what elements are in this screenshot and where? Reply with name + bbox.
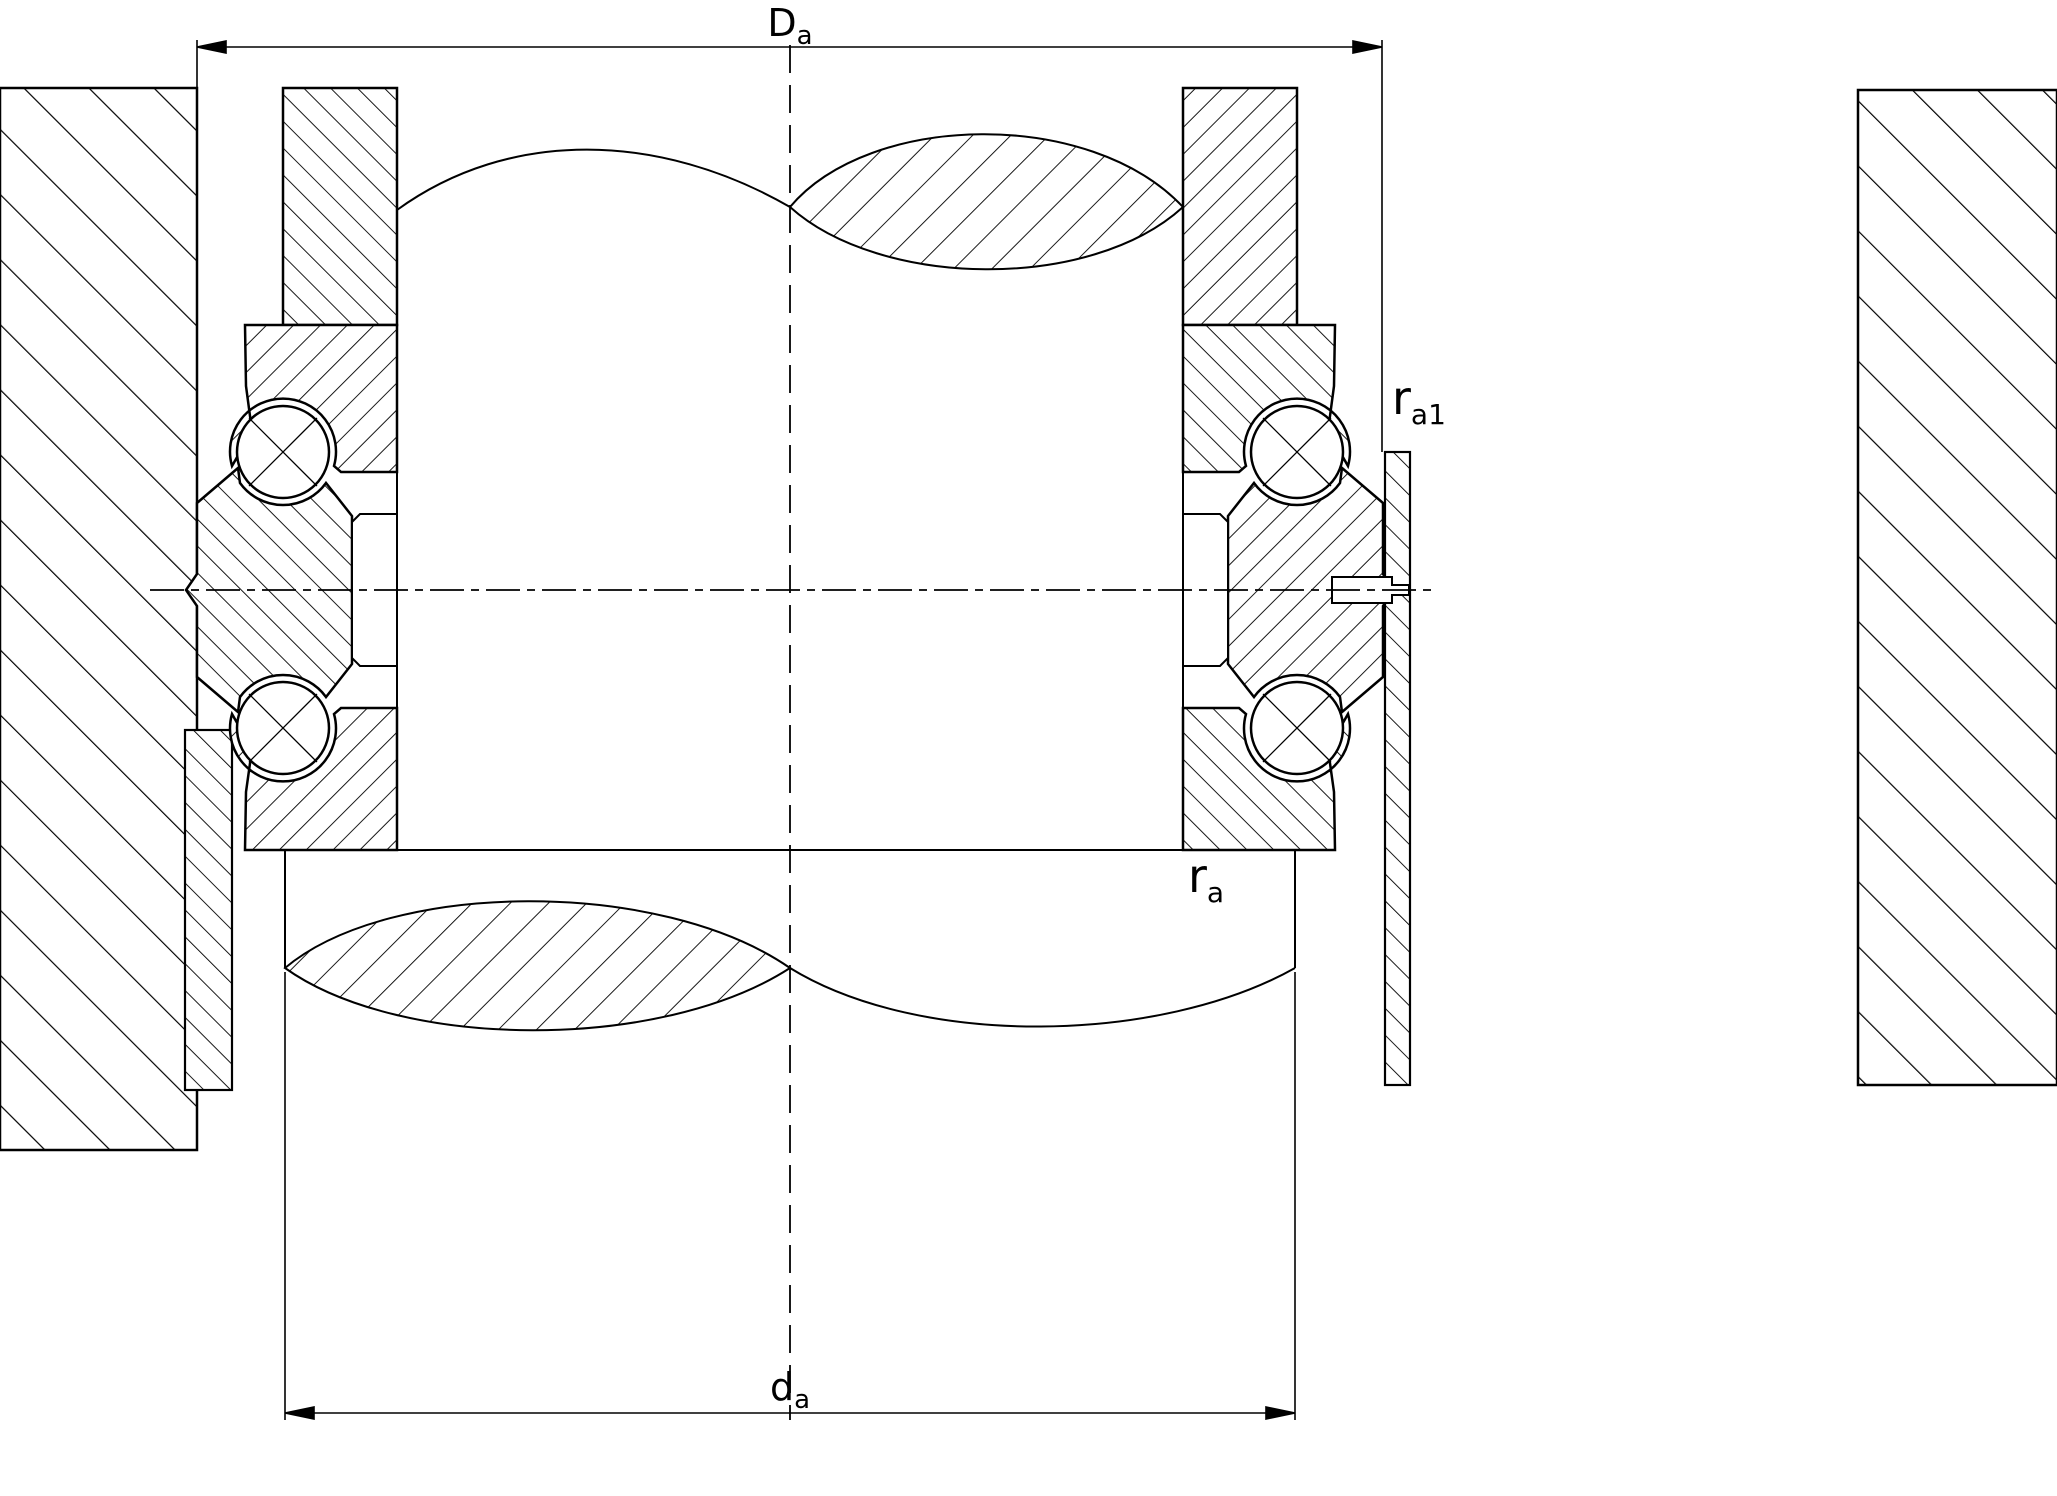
shaft-break-bottom-right-curve	[789, 967, 1296, 1028]
housing-seat-right	[1383, 450, 1412, 1087]
housing-right-block	[1856, 88, 2057, 1087]
dim-Da	[196, 40, 1383, 452]
shaft-break-bottom-lens	[283, 900, 792, 1032]
arrow-right-icon	[1352, 40, 1383, 54]
label-ra: ra	[1188, 849, 1224, 909]
bearing-section-right	[1181, 86, 1396, 852]
label-Da: Da	[767, 1, 812, 51]
label-ra1: ra1	[1392, 371, 1446, 431]
arrow-right-icon	[1265, 1406, 1296, 1420]
shaft-break-top-lens	[788, 133, 1185, 271]
housing-seat-left	[183, 728, 234, 1092]
label-da: da	[770, 1365, 810, 1415]
arrow-left-icon	[196, 40, 227, 54]
shaft-break-top-left-curve	[396, 148, 791, 211]
arrow-left-icon	[284, 1406, 315, 1420]
dim-da	[284, 972, 1296, 1420]
housing-left-block	[0, 86, 199, 1152]
